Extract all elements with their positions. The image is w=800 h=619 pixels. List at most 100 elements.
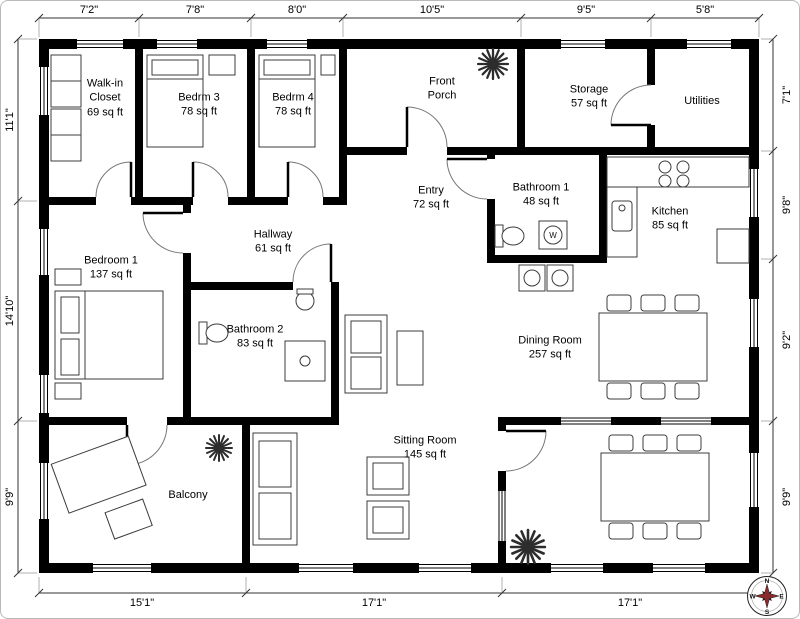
compass-e-label: E: [779, 593, 784, 600]
room-label-bedrm4: Bedrm 4 78 sq ft: [272, 91, 314, 120]
bed-icon: [146, 54, 236, 148]
door-icon: [142, 211, 184, 254]
room-name: Storage: [569, 83, 609, 96]
window-icon: [39, 229, 49, 275]
room-area: 78 sq ft: [274, 106, 312, 118]
window-icon: [39, 67, 49, 115]
room-name: Kitchen: [651, 205, 689, 218]
room-area: 83 sq ft: [236, 338, 274, 350]
compass-rose-icon: N E S W: [747, 576, 787, 616]
window-icon: [419, 563, 471, 573]
window-icon: [93, 563, 151, 573]
door-icon: [191, 161, 229, 198]
dining-table-set: [598, 294, 708, 400]
dim-top-2: 8'0": [287, 4, 307, 16]
room-area: 145 sq ft: [403, 449, 447, 461]
room-label-sitting-room: Sitting Room 145 sq ft: [394, 434, 457, 463]
room-label-bathroom2: Bathroom 2 83 sq ft: [227, 323, 284, 352]
room-name: Hallway: [253, 228, 293, 241]
room-label-storage: Storage 57 sq ft: [570, 83, 609, 112]
dim-bottom-2: 17'1": [617, 597, 643, 609]
window-icon: [561, 39, 605, 49]
room-label-dining-room: Dining Room 257 sq ft: [518, 334, 582, 363]
window-icon: [39, 375, 49, 413]
window-icon: [498, 491, 506, 541]
dim-bottom-1: 17'1": [361, 597, 387, 609]
room-name: Walk-in Closet: [86, 77, 124, 104]
compass-w-label: W: [749, 593, 756, 600]
room-name: Front Porch: [427, 75, 457, 102]
door-icon: [505, 429, 547, 472]
room-area: 57 sq ft: [570, 98, 608, 110]
bed-icon: [258, 54, 336, 148]
compass-n-label: N: [765, 578, 770, 585]
room-label-bedrm3: Bedrm 3 78 sq ft: [178, 91, 220, 120]
window-icon: [749, 453, 759, 507]
dim-top-5: 5'8": [695, 4, 715, 16]
window-icon: [267, 39, 307, 49]
dim-bottom-0: 15'1": [129, 597, 155, 609]
room-area: 48 sq ft: [522, 196, 560, 208]
dim-right-2: 9'2": [781, 330, 793, 350]
door-icon: [610, 84, 652, 127]
furniture: W: [50, 54, 750, 546]
room-name: Bedrm 4: [272, 91, 314, 104]
room-name: Bathroom 2: [226, 323, 284, 336]
room-name: Balcony: [168, 488, 208, 501]
washer-label: W: [549, 231, 557, 240]
closet-shelves: [50, 54, 82, 162]
plant-icon: [205, 434, 233, 462]
loveseat-icon: [344, 314, 424, 394]
window-icon: [39, 463, 49, 519]
room-label-walk-in-closet: Walk-in Closet 69 sq ft: [73, 77, 137, 120]
compass-s-label: S: [765, 609, 770, 616]
room-name: Bedrm 3: [178, 91, 220, 104]
dim-left-1: 14'10": [4, 295, 16, 327]
room-name: Dining Room: [518, 334, 582, 347]
armchair-icon: [366, 500, 410, 540]
dim-left-0: 11'1": [4, 108, 16, 132]
room-area: 85 sq ft: [651, 220, 689, 232]
dim-top-1: 7'8": [185, 4, 205, 16]
room-area: 137 sq ft: [89, 269, 133, 281]
bathroom2-fixtures: [198, 288, 326, 382]
sofa-icon: [252, 432, 298, 546]
room-label-front-porch: Front Porch: [419, 75, 465, 104]
room-name: Bedroom 1: [84, 254, 138, 267]
plant-icon: [509, 528, 547, 566]
dim-right-0: 7'1": [781, 85, 793, 105]
room-name: Bathroom 1: [512, 181, 570, 194]
armchair-icon: [366, 456, 410, 496]
room-name: Sitting Room: [393, 434, 457, 447]
door-icon: [286, 161, 324, 198]
window-icon: [749, 299, 759, 347]
door-icon: [405, 106, 448, 148]
room-area: 72 sq ft: [412, 199, 450, 211]
room-area: 78 sq ft: [180, 106, 218, 118]
door-icon: [95, 161, 133, 198]
room-label-utilities: Utilities: [684, 94, 719, 108]
room-area: 257 sq ft: [528, 349, 572, 361]
room-area: 61 sq ft: [254, 243, 292, 255]
room-name: Entry: [418, 184, 444, 197]
window-icon: [749, 169, 759, 217]
patio-table-set: [600, 434, 710, 540]
dim-right-1: 9'8": [781, 195, 793, 215]
dim-right-3: 9'9": [781, 487, 793, 507]
dim-left-2: 9'9": [4, 487, 16, 507]
bathroom1-fixtures: W: [494, 220, 568, 250]
window-icon: [653, 563, 705, 573]
window-icon: [687, 39, 731, 49]
window-icon: [77, 39, 123, 49]
window-icon: [299, 563, 353, 573]
room-name: Utilities: [684, 94, 720, 107]
dim-top-4: 9'5": [576, 4, 596, 16]
room-label-entry: Entry 72 sq ft: [413, 184, 449, 213]
room-label-hallway: Hallway 61 sq ft: [254, 228, 293, 257]
window-icon: [561, 417, 611, 425]
laundry-machines: [518, 264, 574, 292]
dimension-lines: [13, 13, 778, 598]
window-icon: [551, 563, 603, 573]
